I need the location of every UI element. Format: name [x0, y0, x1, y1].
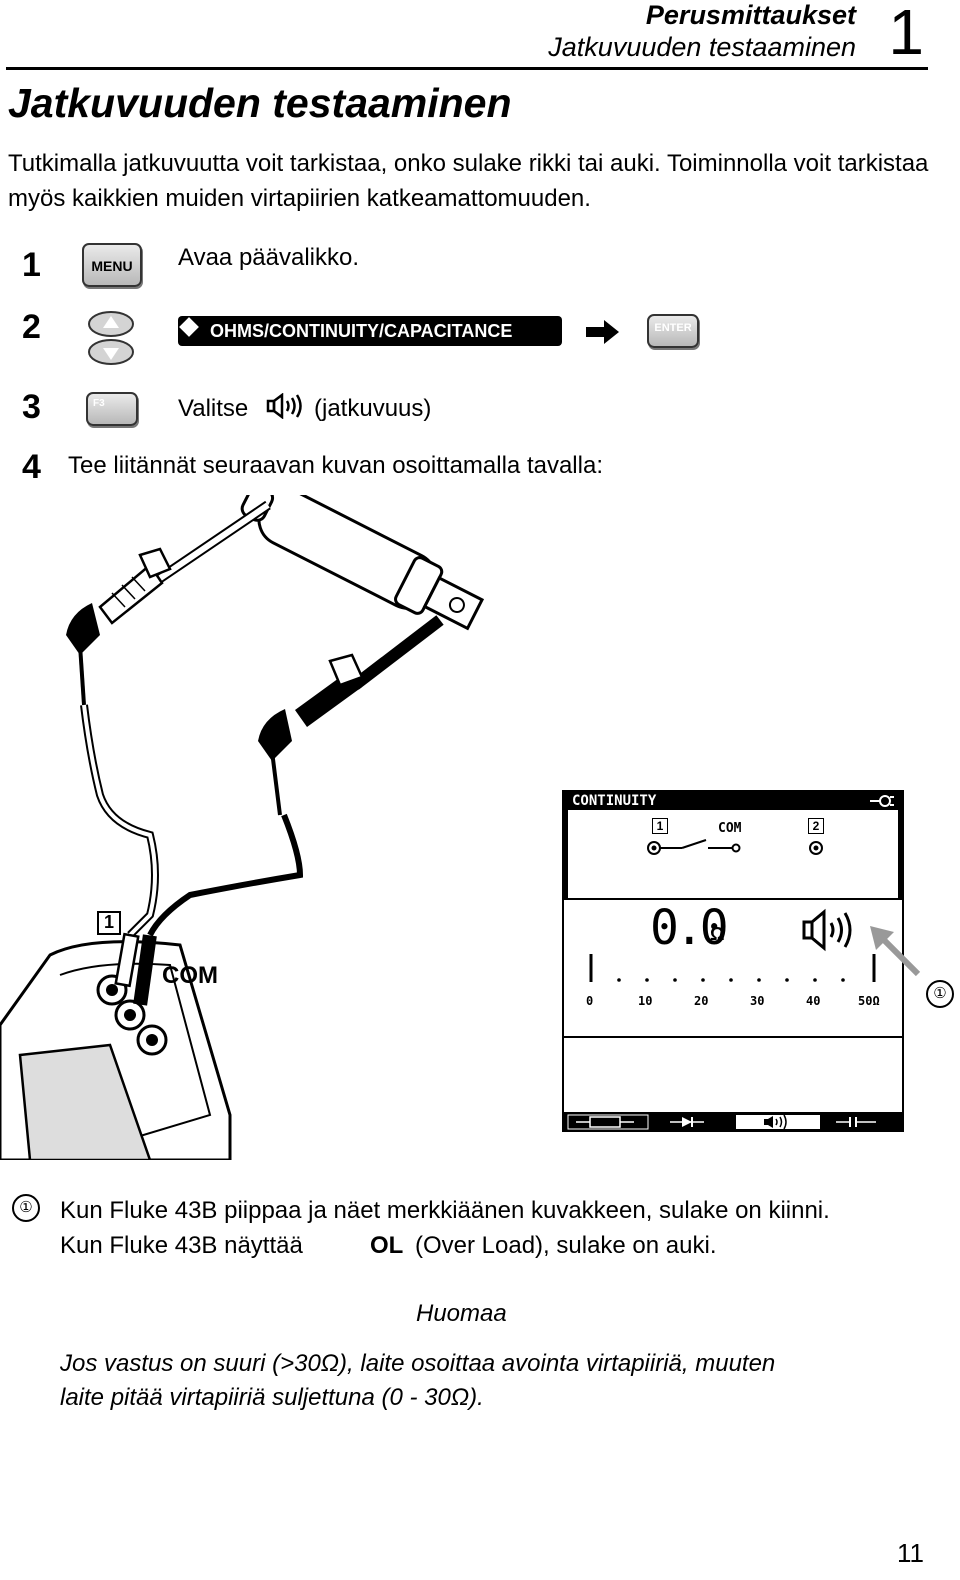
- menu-item-bar: OHMS/CONTINUITY/CAPACITANCE: [178, 316, 562, 346]
- chapter-number: 1: [888, 0, 924, 68]
- step-number-3: 3: [22, 388, 41, 426]
- note-heading: Huomaa: [416, 1300, 507, 1327]
- connection-illustration: [0, 495, 485, 1160]
- switch-diagram-icon: [647, 839, 823, 855]
- screen-reading-unit: Ω: [710, 924, 725, 944]
- screen-empty-panel: [564, 1038, 902, 1112]
- step-number-2: 2: [22, 308, 41, 346]
- probe-2-illustration: [147, 615, 444, 937]
- battery-icon: [870, 795, 894, 807]
- step-3-text-before: Valitse: [178, 395, 249, 422]
- scale-tick-50: 50Ω: [858, 994, 880, 1008]
- scale-tick-10: 10: [638, 994, 653, 1008]
- screen-beeper-icon: [802, 908, 852, 952]
- step-4-text: Tee liitännät seuraavan kuvan osoittamal…: [68, 452, 603, 479]
- arrow-keys-icon: [88, 311, 134, 365]
- screen-com-label: COM: [718, 821, 742, 836]
- header-rule: [6, 67, 928, 70]
- input-1-label: 1: [104, 912, 115, 932]
- softkey-icons: [567, 1114, 900, 1130]
- step-number-1: 1: [22, 246, 41, 284]
- step-3-text-after: (jatkuvuus): [314, 395, 432, 422]
- header-section-title: Perusmittaukset: [645, 0, 856, 30]
- softkey-bar: [564, 1114, 902, 1130]
- input-1-box: [97, 911, 121, 935]
- remark-marker: ①: [12, 1194, 40, 1222]
- note-line-1: Jos vastus on suuri (>30Ω), laite osoitt…: [60, 1350, 776, 1377]
- remark-line-2b: OL: [370, 1232, 404, 1259]
- f3-key-label: F3: [93, 398, 105, 409]
- screen-connection-panel: 1 COM 2: [568, 810, 898, 898]
- f3-key: F3: [86, 392, 138, 426]
- page-title: Jatkuvuuden testaaminen: [8, 80, 512, 126]
- enter-key: ENTER: [647, 314, 699, 348]
- menu-key: MENU: [82, 243, 142, 287]
- pointer-arrow-icon: [870, 926, 921, 977]
- screen-mode-title: CONTINUITY: [572, 793, 657, 809]
- right-arrow-icon: [586, 320, 619, 344]
- com-label: COM: [162, 962, 218, 989]
- screen-input-2: 2: [808, 818, 824, 834]
- screen-scale-bar: [589, 954, 876, 982]
- scale-tick-40: 40: [806, 994, 821, 1008]
- callout-marker: ①: [926, 980, 954, 1008]
- remark-line-2c: (Over Load), sulake on auki.: [415, 1232, 717, 1259]
- meter-screen: CONTINUITY 1 COM 2 0.0 Ω: [562, 790, 904, 1132]
- menu-key-label: MENU: [91, 258, 133, 274]
- page-number: 11: [897, 1538, 924, 1568]
- header-subsection-title: Jatkuvuuden testaaminen: [548, 32, 856, 62]
- remark-line-1: Kun Fluke 43B piippaa ja näet merkkiääne…: [60, 1197, 830, 1224]
- screen-input-1: 1: [652, 818, 668, 834]
- remark-line-2a: Kun Fluke 43B näyttää: [60, 1232, 303, 1259]
- enter-key-label: ENTER: [654, 322, 692, 334]
- meter-illustration: [0, 932, 232, 1160]
- scale-tick-0: 0: [586, 994, 594, 1008]
- continuity-beeper-icon: [266, 393, 302, 419]
- step-number-4: 4: [22, 448, 41, 486]
- scale-tick-30: 30: [750, 994, 765, 1008]
- screen-reading-panel: 0.0 Ω 0 10 20 30 40 50Ω: [564, 900, 902, 1036]
- intro-paragraph: Tutkimalla jatkuvuutta voit tarkistaa, o…: [8, 150, 929, 212]
- screen-reading-value: 0.0: [650, 900, 729, 956]
- scale-tick-20: 20: [694, 994, 709, 1008]
- probe-1-illustration: [66, 500, 271, 938]
- note-line-2: laite pitää virtapiiriä suljettuna (0 - …: [60, 1384, 484, 1411]
- fuse-illustration: [240, 495, 485, 631]
- step-1-text: Avaa päävalikko.: [178, 244, 360, 271]
